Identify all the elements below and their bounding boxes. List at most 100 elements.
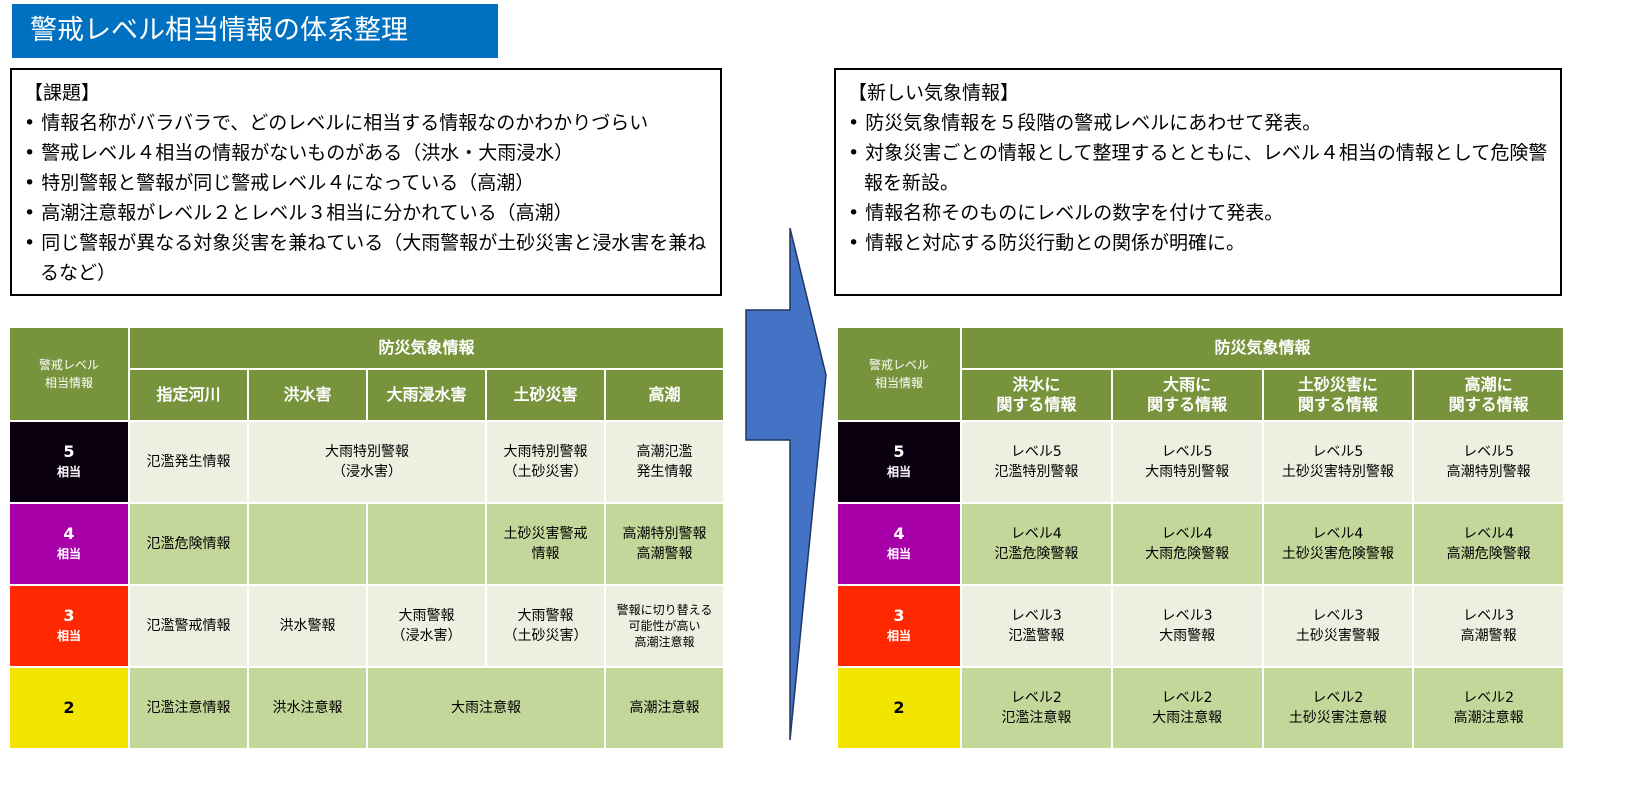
warning-name: 土砂災害警報: [1295, 628, 1380, 644]
level-label: レベル5: [1463, 444, 1515, 460]
issues-heading: 【課題】: [24, 82, 101, 104]
level-header-line: 警戒レベル: [38, 358, 99, 372]
table-cell: レベル4 氾濫危険警報: [962, 504, 1111, 584]
level-number: 2: [63, 698, 75, 717]
warning-name: 高潮特別警報: [1446, 464, 1531, 480]
table-cell: 大雨注意報: [368, 668, 604, 748]
table-cell: レベル3 氾濫警報: [962, 586, 1111, 666]
table-cell: 氾濫危険情報: [130, 504, 247, 584]
level-label: レベル3: [1312, 608, 1364, 624]
table-cell: 警報に切り替える 可能性が高い 高潮注意報: [606, 586, 723, 666]
level-label: レベル2: [1010, 690, 1062, 706]
table-cell: レベル2 大雨注意報: [1112, 668, 1262, 748]
new-info-heading: 【新しい気象情報】: [848, 82, 1020, 104]
table-cell: レベル3 土砂災害警報: [1263, 586, 1413, 666]
issue-item: 情報名称がバラバラで、どのレベルに相当する情報なのかわかりづらい: [24, 108, 708, 138]
table-cell: [249, 504, 366, 584]
column-header: 土砂災害: [487, 370, 604, 420]
level-label: レベル4: [1010, 526, 1062, 542]
warning-name: 氾濫特別警報: [994, 464, 1079, 480]
level-2-cell: 2: [10, 668, 128, 748]
level-label: レベル4: [1161, 526, 1213, 542]
warning-name: 高潮危険警報: [1446, 546, 1531, 562]
new-system-table: 警戒レベル相当情報防災気象情報洪水に関する情報大雨に関する情報土砂災害に関する情…: [836, 326, 1565, 750]
level-suffix: 相当: [886, 465, 911, 479]
level-label: レベル5: [1161, 444, 1213, 460]
level-label: レベル5: [1312, 444, 1364, 460]
new-info-item: 情報と対応する防災行動との関係が明確に。: [848, 228, 1548, 258]
column-header-line: 高潮に: [1464, 375, 1513, 394]
level-header-line: 警戒レベル: [868, 358, 929, 372]
warning-name: 大雨警報: [1159, 628, 1216, 644]
table-cell: 大雨警報 （土砂災害）: [487, 586, 604, 666]
page-title: 警戒レベル相当情報の体系整理: [12, 4, 498, 58]
table-cell: [368, 504, 485, 584]
issues-box: 【課題】 情報名称がバラバラで、どのレベルに相当する情報なのかわかりづらい 警戒…: [10, 68, 722, 296]
table-cell: 氾濫発生情報: [130, 422, 247, 502]
issue-item: 同じ警報が異なる対象災害を兼ねている（大雨警報が土砂災害と浸水害を兼ねるなど）: [24, 228, 708, 288]
level-label: レベル2: [1463, 690, 1515, 706]
level-3-cell: 3 相当: [838, 586, 960, 666]
level-number: 5: [63, 442, 75, 461]
column-header: 大雨浸水害: [368, 370, 485, 420]
column-header-line: 洪水に: [1012, 375, 1061, 394]
warning-name: 大雨注意報: [1152, 710, 1223, 726]
level-label: レベル2: [1161, 690, 1213, 706]
level-header: 警戒レベル相当情報: [10, 328, 128, 420]
level-suffix: 相当: [886, 547, 911, 561]
table-cell: 土砂災害警戒 情報: [487, 504, 604, 584]
level-label: レベル3: [1463, 608, 1515, 624]
level-number: 3: [893, 606, 905, 625]
level-5-cell: 5 相当: [10, 422, 128, 502]
table-cell: 大雨特別警報 （土砂災害）: [487, 422, 604, 502]
new-info-item: 対象災害ごとの情報として整理するとともに、レベル４相当の情報として危険警報を新設…: [848, 138, 1548, 198]
column-header-line: 土砂災害に: [1297, 375, 1378, 394]
table-cell: 高潮氾濫 発生情報: [606, 422, 723, 502]
level-suffix: 相当: [56, 629, 81, 643]
column-header-line: 関する情報: [1297, 395, 1378, 414]
warning-name: 氾濫警報: [1008, 628, 1065, 644]
level-number: 2: [893, 698, 905, 717]
warning-name: 土砂災害特別警報: [1281, 464, 1394, 480]
column-header: 土砂災害に関する情報: [1263, 370, 1413, 420]
level-suffix: 相当: [56, 547, 81, 561]
table-cell: レベル3 高潮警報: [1414, 586, 1563, 666]
level-suffix: 相当: [886, 629, 911, 643]
table-cell: 氾濫警戒情報: [130, 586, 247, 666]
warning-name: 氾濫危険警報: [994, 546, 1079, 562]
level-suffix: 相当: [56, 465, 81, 479]
table-cell: 氾濫注意情報: [130, 668, 247, 748]
table-cell: 高潮特別警報 高潮警報: [606, 504, 723, 584]
column-header-line: 関する情報: [1147, 395, 1228, 414]
table-cell: レベル5 高潮特別警報: [1414, 422, 1563, 502]
table-cell: 高潮注意報: [606, 668, 723, 748]
warning-name: 高潮警報: [1460, 628, 1517, 644]
warning-name: 土砂災害注意報: [1288, 710, 1387, 726]
issue-item: 高潮注意報がレベル２とレベル３相当に分かれている（高潮）: [24, 198, 708, 228]
level-label: レベル3: [1010, 608, 1062, 624]
level-header-line: 相当情報: [44, 376, 93, 390]
column-header-line: 関する情報: [1448, 395, 1529, 414]
table-cell: 大雨警報 （浸水害）: [368, 586, 485, 666]
right-arrow-icon: [745, 227, 827, 741]
column-header: 指定河川: [130, 370, 247, 420]
